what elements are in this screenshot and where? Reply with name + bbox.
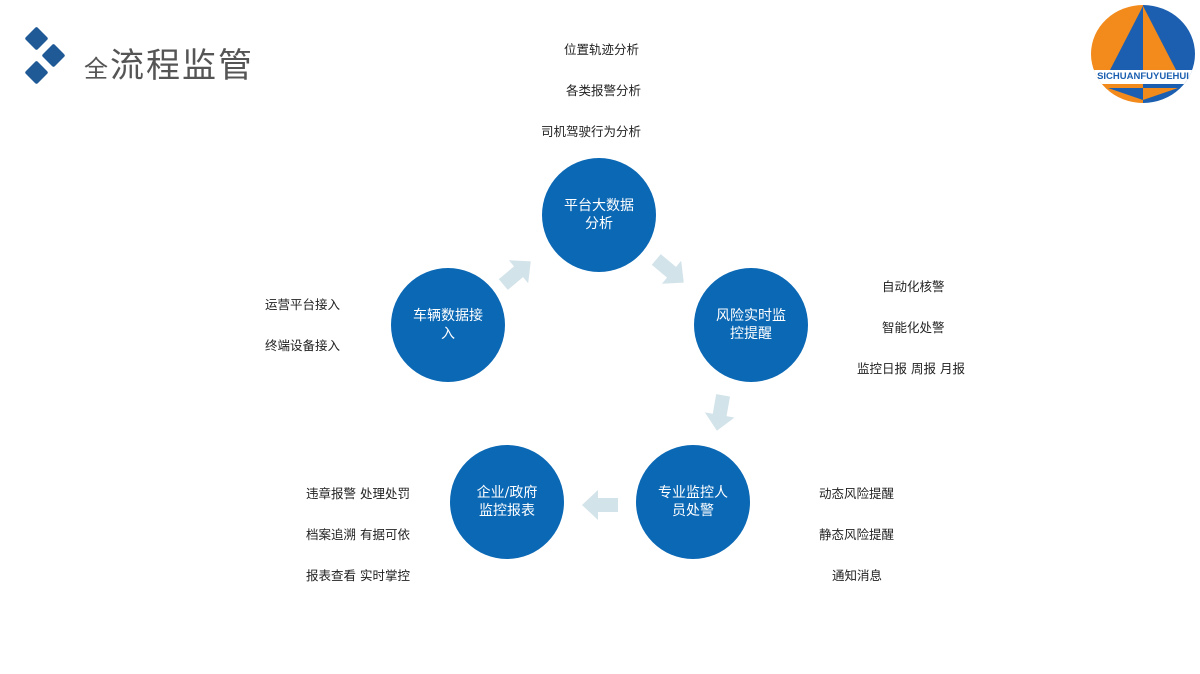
node-item: 监控日报 周报 月报 xyxy=(857,361,965,376)
node-item: 通知消息 xyxy=(832,568,883,583)
node-item: 终端设备接入 xyxy=(265,338,341,353)
node-item: 司机驾驶行为分析 xyxy=(541,124,642,139)
logo-diamonds-icon xyxy=(25,27,65,84)
node-platform-analysis: 平台大数据分析 xyxy=(542,158,656,272)
page-title: 全流程监管 xyxy=(84,46,254,86)
logo-text: SICHUANFUYUEHUI xyxy=(1097,71,1189,82)
flow-arrow-icon xyxy=(582,490,618,520)
flow-arrow-icon xyxy=(704,394,735,431)
node-item: 违章报警 处理处罚 xyxy=(306,486,410,501)
node-item: 报表查看 实时掌控 xyxy=(306,568,410,583)
node-item: 各类报警分析 xyxy=(566,83,642,98)
node-item: 静态风险提醒 xyxy=(819,527,895,542)
node-risk-monitoring: 风险实时监控提醒 xyxy=(694,268,808,382)
sailboat-logo-icon xyxy=(1091,5,1195,103)
flow-arrow-icon xyxy=(498,260,531,290)
node-item: 运营平台接入 xyxy=(265,297,341,312)
node-item: 动态风险提醒 xyxy=(819,486,895,501)
node-report: 企业/政府监控报表 xyxy=(450,445,564,559)
company-logo: SICHUANFUYUEHUI xyxy=(1090,4,1196,104)
flow-arrow-icon xyxy=(651,254,684,284)
node-item: 位置轨迹分析 xyxy=(564,42,640,57)
node-staff-alarm: 专业监控人员处警 xyxy=(636,445,750,559)
node-item: 智能化处警 xyxy=(882,320,945,335)
node-item: 自动化核警 xyxy=(882,279,945,294)
node-vehicle-data: 车辆数据接入 xyxy=(391,268,505,382)
node-item: 档案追溯 有据可依 xyxy=(306,527,410,542)
